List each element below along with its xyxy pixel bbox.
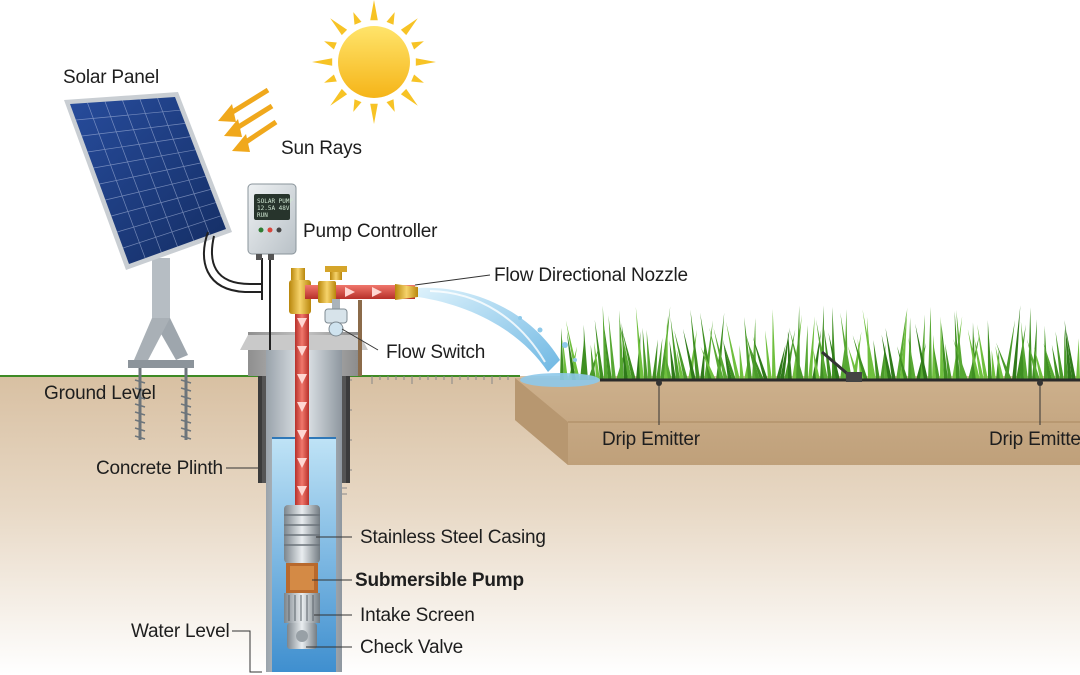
label-drip-emitter-2: Drip Emitte bbox=[989, 429, 1080, 450]
label-pump-controller: Pump Controller bbox=[303, 221, 438, 242]
sprinkler-icon bbox=[821, 350, 862, 382]
drip-emitter-icon bbox=[1037, 380, 1043, 386]
sun-rays-arrows-icon bbox=[218, 87, 278, 152]
leader-lines bbox=[226, 274, 491, 673]
wellhead-fittings bbox=[289, 266, 418, 376]
nozzle-icon bbox=[395, 284, 418, 300]
label-concrete-plinth: Concrete Plinth bbox=[96, 458, 223, 479]
label-stainless-steel-casing: Stainless Steel Casing bbox=[360, 527, 546, 548]
irrigated-field bbox=[515, 305, 1080, 465]
water-jet bbox=[418, 287, 577, 372]
drip-emitter-icon bbox=[656, 380, 662, 386]
submersible-pump-icon bbox=[284, 505, 320, 649]
grass bbox=[560, 305, 1080, 380]
label-water-level: Water Level bbox=[131, 621, 230, 642]
label-submersible-pump: Submersible Pump bbox=[355, 570, 524, 591]
controller-display-line2: 12.5A 48V bbox=[257, 205, 290, 212]
pump-controller-icon: SOLAR PUMP 12.5A 48V RUN bbox=[247, 183, 297, 260]
label-sun-rays: Sun Rays bbox=[281, 138, 362, 159]
flow-switch-icon bbox=[324, 299, 379, 351]
label-drip-emitter-1: Drip Emitter bbox=[602, 429, 700, 450]
label-flow-directional-nozzle: Flow Directional Nozzle bbox=[494, 265, 688, 286]
controller-display-line3: RUN bbox=[257, 212, 268, 219]
sun-icon bbox=[312, 0, 436, 124]
solar-panel-icon bbox=[64, 92, 262, 293]
label-intake-screen: Intake Screen bbox=[360, 605, 475, 626]
flow-arrows bbox=[297, 318, 307, 496]
label-check-valve: Check Valve bbox=[360, 637, 464, 658]
label-flow-switch: Flow Switch bbox=[386, 342, 486, 363]
controller-display-line1: SOLAR PUMP bbox=[257, 198, 294, 205]
label-ground-level: Ground Level bbox=[44, 383, 156, 404]
solar-panel-mount bbox=[128, 258, 194, 440]
label-solar-panel: Solar Panel bbox=[63, 67, 160, 88]
